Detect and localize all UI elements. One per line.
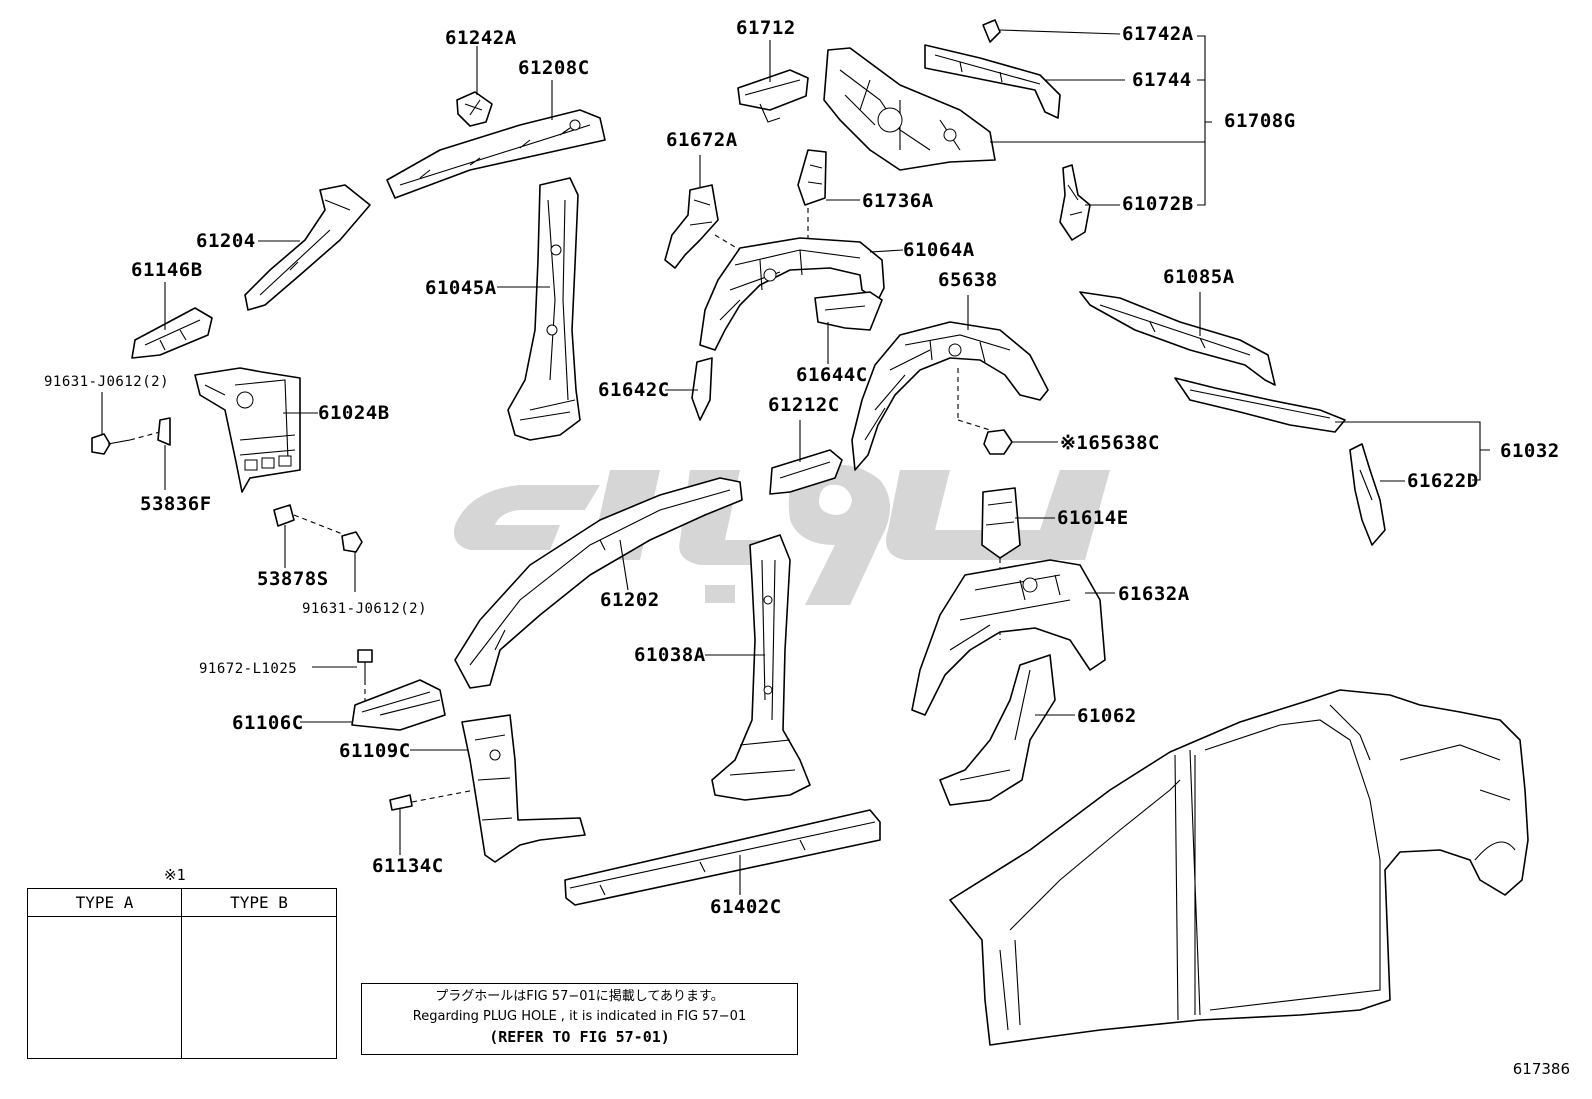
- label-61032: 61032: [1500, 440, 1560, 462]
- part-65638C: [983, 429, 1058, 455]
- label-61045A: 61045A: [425, 277, 497, 299]
- part-61085A: [1079, 291, 1276, 386]
- label-61204: 61204: [196, 230, 256, 252]
- note-reference-line: (REFER TO FIG 57-01): [489, 1028, 670, 1046]
- label-61712: 61712: [736, 17, 796, 39]
- part-61204: [244, 184, 371, 311]
- label-61644C: 61644C: [796, 364, 868, 386]
- legend-type-a-header: TYPE A: [28, 889, 182, 917]
- label-61106C: 61106C: [232, 712, 304, 734]
- part-61072B: [1059, 164, 1120, 241]
- part-61672A: [664, 155, 741, 269]
- part-61212C: [769, 420, 843, 495]
- label-61208C: 61208C: [518, 57, 590, 79]
- part-61644C: [814, 291, 883, 364]
- label-61242A: 61242A: [445, 27, 517, 49]
- part-61622D: [1349, 443, 1405, 546]
- part-61208C: [386, 80, 606, 199]
- part-61744: [924, 44, 1125, 119]
- note-japanese-line: プラグホールはFIG 57−01に掲載してあります。: [435, 989, 724, 1004]
- label-61632A: 61632A: [1118, 583, 1190, 605]
- legend-divider: [181, 889, 182, 1058]
- part-61045A: [497, 177, 581, 441]
- part-61642C: [665, 357, 713, 421]
- part-91631-bolt-b: [341, 531, 363, 592]
- part-61038A: [705, 534, 811, 801]
- part-61064A: [699, 237, 904, 351]
- plug-hole-note: プラグホールはFIG 57−01に掲載してあります。 Regarding PLU…: [361, 983, 798, 1055]
- label-61672A: 61672A: [666, 129, 738, 151]
- part-61742A: [982, 19, 1121, 43]
- label-61708G: 61708G: [1224, 110, 1296, 132]
- label-91631-J0612-a: 91631-J0612(2): [44, 374, 170, 390]
- clip-type-legend: TYPE A TYPE B: [27, 888, 337, 1059]
- part-53878S: [273, 504, 346, 568]
- label-91631-J0612-b: 91631-J0612(2): [302, 601, 428, 617]
- label-61085A: 61085A: [1163, 266, 1235, 288]
- part-61024B: [194, 367, 318, 493]
- part-91631-bolt-a: [91, 392, 161, 455]
- part-61134C: [389, 789, 476, 855]
- part-61109C: [410, 714, 586, 863]
- note-english-line: Regarding PLUG HOLE , it is indicated in…: [412, 1009, 747, 1024]
- legend-footnote-mark: ※1: [164, 866, 186, 884]
- label-53836F: 53836F: [140, 493, 212, 515]
- part-53836F: [157, 417, 171, 490]
- label-65638: 65638: [938, 269, 998, 291]
- label-65638C: ※165638C: [1060, 432, 1160, 454]
- label-61024B: 61024B: [318, 402, 390, 424]
- label-61072B: 61072B: [1122, 193, 1194, 215]
- part-61402C: [564, 809, 881, 906]
- label-61742A: 61742A: [1122, 23, 1194, 45]
- label-61134C: 61134C: [372, 855, 444, 877]
- label-61038A: 61038A: [634, 644, 706, 666]
- label-61402C: 61402C: [710, 896, 782, 918]
- part-91672-bolt: [312, 649, 373, 710]
- part-61032: [1174, 377, 1490, 481]
- part-61146B: [131, 282, 213, 359]
- label-91672-L1025: 91672-L1025: [199, 661, 298, 677]
- part-61242A: [456, 46, 493, 127]
- part-61712: [737, 40, 809, 123]
- label-61064A: 61064A: [903, 239, 975, 261]
- label-61744: 61744: [1132, 69, 1192, 91]
- part-61062: [939, 654, 1075, 806]
- legend-type-b-header: TYPE B: [182, 889, 336, 917]
- label-61736A: 61736A: [862, 190, 934, 212]
- part-61202: [454, 477, 743, 689]
- part-61736A: [797, 149, 860, 240]
- label-61202: 61202: [600, 589, 660, 611]
- label-61642C: 61642C: [598, 379, 670, 401]
- part-65638: [851, 295, 1049, 471]
- part-61708G: [823, 35, 1212, 206]
- part-61632A: [911, 559, 1115, 716]
- label-61212C: 61212C: [768, 394, 840, 416]
- label-61614E: 61614E: [1057, 507, 1129, 529]
- figure-number: 617386: [1512, 1060, 1570, 1078]
- label-61622D: 61622D: [1407, 470, 1479, 492]
- label-53878S: 53878S: [257, 568, 329, 590]
- label-61109C: 61109C: [339, 740, 411, 762]
- part-61106C: [300, 679, 446, 731]
- label-61146B: 61146B: [131, 259, 203, 281]
- label-61062: 61062: [1077, 705, 1137, 727]
- part-side-outer-panel: [949, 689, 1529, 1046]
